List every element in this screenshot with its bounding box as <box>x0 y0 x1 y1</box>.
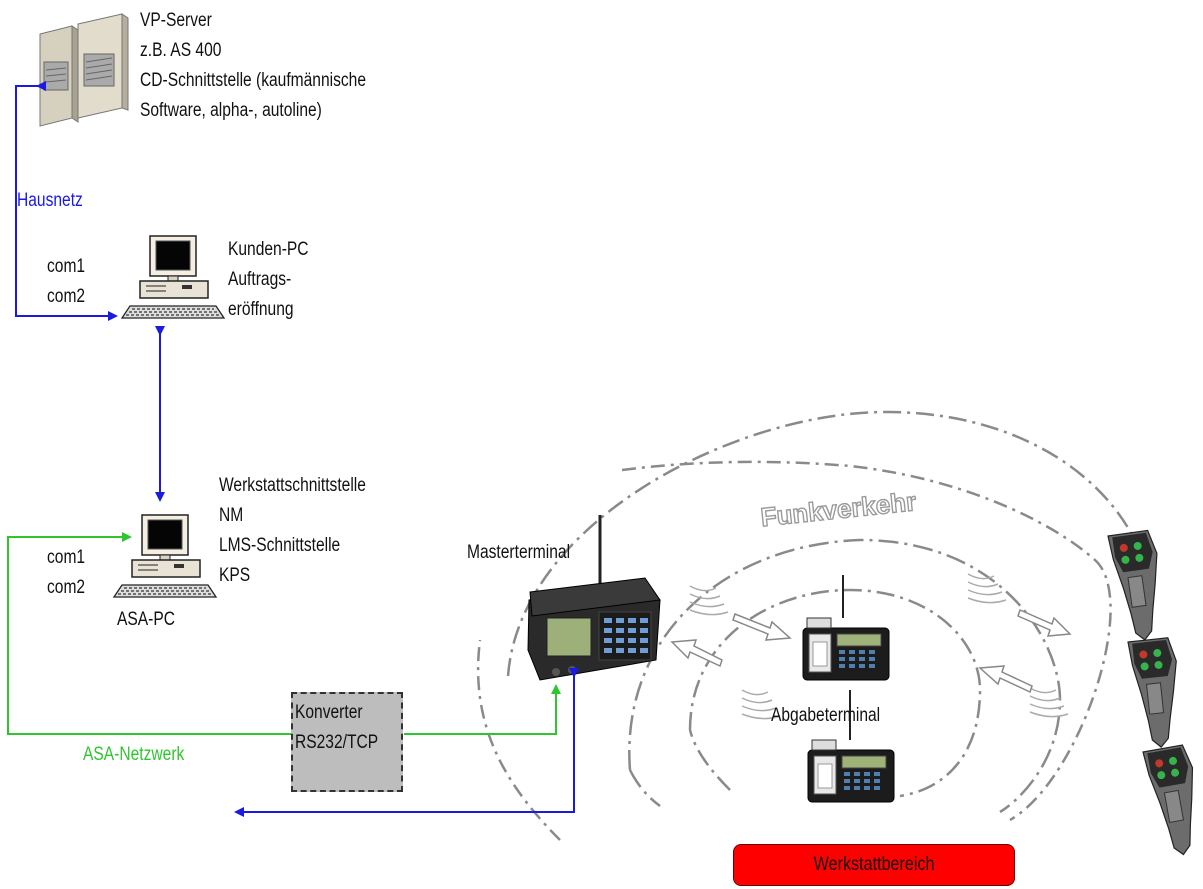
customer-pc-description: Kunden-PC Auftrags- eröffnung <box>228 235 309 325</box>
converter-line: Konverter <box>295 702 363 723</box>
dispense-terminal-label: Abgabeterminal <box>771 705 881 726</box>
asa-pc-icon <box>113 514 217 598</box>
asa-pc-caption: ASA-PC <box>117 609 176 630</box>
master-terminal-icon <box>527 515 661 681</box>
asa-pc-line: LMS-Schnittstelle <box>219 535 341 556</box>
asa-pc-description: Werkstattschnittstelle NM LMS-Schnittste… <box>219 471 366 591</box>
server-line: VP-Server <box>140 10 212 31</box>
port-label: com2 <box>47 286 86 307</box>
asa-pc-line: Werkstattschnittstelle <box>219 475 366 496</box>
server-line: z.B. AS 400 <box>140 40 222 61</box>
master-terminal-label: Masterterminal <box>467 542 571 563</box>
customer-pc-line: eröffnung <box>228 299 294 320</box>
workshop-area-badge: Werkstattbereich <box>733 844 1015 886</box>
dispense-terminal-icon <box>802 617 890 681</box>
server-icon <box>39 13 129 127</box>
house-network-label: Hausnetz <box>17 190 83 211</box>
port-label: com1 <box>47 256 86 277</box>
customer-pc-icon <box>121 235 225 319</box>
dispense-terminal-icon <box>807 739 895 803</box>
handheld-scanner-icon <box>1142 743 1203 859</box>
converter-line: RS232/TCP <box>295 732 379 753</box>
handheld-scanner-icon <box>1127 636 1186 751</box>
server-line: CD-Schnittstelle (kaufmännische <box>140 70 367 91</box>
asa-pc-line: NM <box>219 505 244 526</box>
port-label: com1 <box>47 547 86 568</box>
asa-network-lines <box>7 532 561 735</box>
asa-pc-line: KPS <box>219 565 251 586</box>
server-line: Software, alpha-, autoline) <box>140 100 322 121</box>
handheld-scanner-icon <box>1107 528 1170 644</box>
customer-pc-line: Auftrags- <box>228 269 292 290</box>
port-label: com2 <box>47 577 86 598</box>
asa-pc-ports: com1 com2 <box>47 543 85 603</box>
converter-label: Konverter RS232/TCP <box>295 698 378 758</box>
asa-network-label: ASA-Netzwerk <box>83 744 185 765</box>
radio-wave-icon <box>1029 687 1069 718</box>
workshop-area-label: Werkstattbereich <box>813 854 935 875</box>
radio-range-rings <box>476 410 1152 841</box>
radio-flow-arrows <box>670 608 1072 694</box>
radio-wave-icon <box>967 573 1007 604</box>
radio-traffic-label: Funkverkehr <box>759 486 917 532</box>
house-network-lines <box>15 81 579 817</box>
server-description: VP-Server z.B. AS 400 CD-Schnittstelle (… <box>140 6 366 126</box>
converter-box: Konverter RS232/TCP <box>291 692 403 792</box>
customer-pc-line: Kunden-PC <box>228 239 309 260</box>
customer-pc-ports: com1 com2 <box>47 252 85 312</box>
